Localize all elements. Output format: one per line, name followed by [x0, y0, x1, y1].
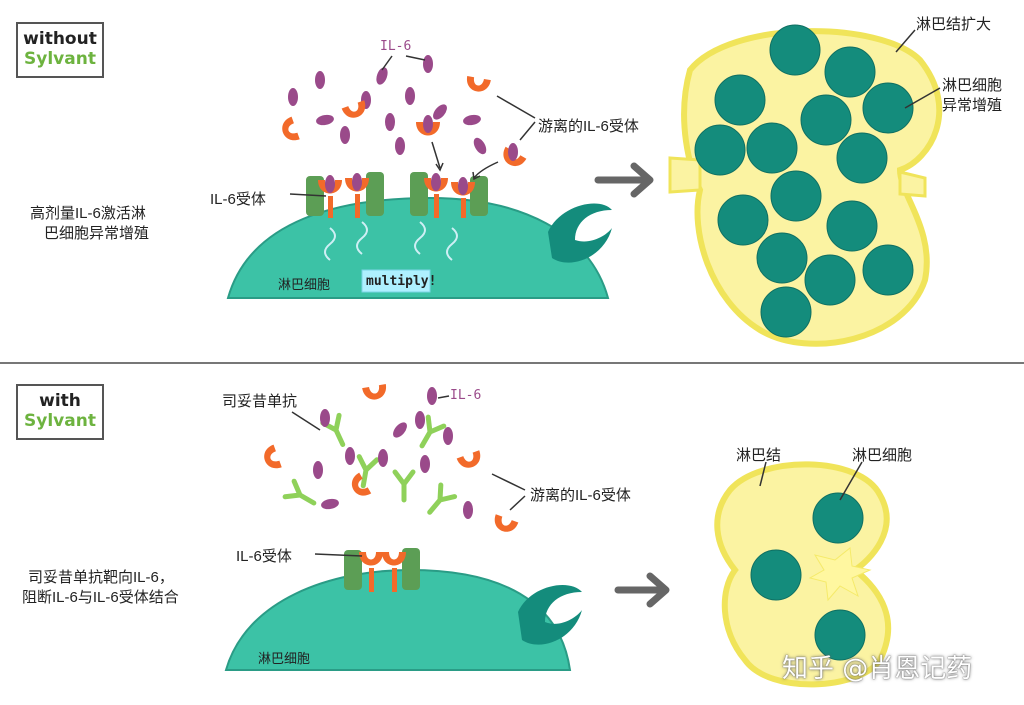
- il6-label-top: IL-6: [380, 39, 412, 54]
- tag-line-2: Sylvant: [24, 411, 96, 431]
- node-label: 淋巴结: [736, 447, 782, 464]
- description-top-line1: 高剂量IL-6激活淋: [30, 205, 146, 222]
- process-arrow-top: [594, 162, 654, 198]
- receptor-label-top: IL-6受体: [210, 191, 266, 208]
- lymphocyte-label: 淋巴细胞: [852, 447, 913, 464]
- receptor-label-bottom: IL-6受体: [236, 548, 292, 565]
- free-receptor-label-bottom: 游离的IL-6受体: [530, 487, 631, 504]
- membrane-receptor-top: [548, 203, 612, 263]
- cell-label-bottom: 淋巴细胞: [258, 651, 311, 666]
- without-sylvant-tag: without Sylvant: [16, 22, 104, 78]
- with-sylvant-tag: with Sylvant: [16, 384, 104, 440]
- description-bottom-line1: 司妥昔单抗靶向IL-6，: [28, 569, 174, 586]
- free-receptor-label-top: 游离的IL-6受体: [538, 118, 639, 135]
- proliferation-label-line1: 淋巴细胞: [942, 77, 1003, 94]
- antibody-label: 司妥昔单抗: [222, 393, 298, 410]
- enlarged-node-label: 淋巴结扩大: [916, 16, 992, 33]
- cell-label-top: 淋巴细胞: [278, 277, 331, 292]
- il6-label-bottom: IL-6: [450, 388, 482, 403]
- process-arrow-bottom: [614, 572, 670, 608]
- description-bottom-line2: 阻断IL-6与IL-6受体结合: [22, 589, 179, 606]
- tag-line-2: Sylvant: [24, 49, 96, 69]
- tag-line-1: without: [23, 29, 97, 49]
- panel-divider: [0, 362, 1024, 364]
- proliferation-label-line2: 异常增殖: [942, 97, 1003, 114]
- multiply-label: multiply!: [366, 274, 437, 289]
- tag-line-1: with: [39, 391, 81, 411]
- membrane-receptor-bottom: [518, 584, 582, 645]
- description-top-line2: 巴细胞异常增殖: [44, 225, 150, 242]
- watermark: 知乎 @肖恩记药: [782, 654, 973, 684]
- multiply-box: [361, 269, 431, 293]
